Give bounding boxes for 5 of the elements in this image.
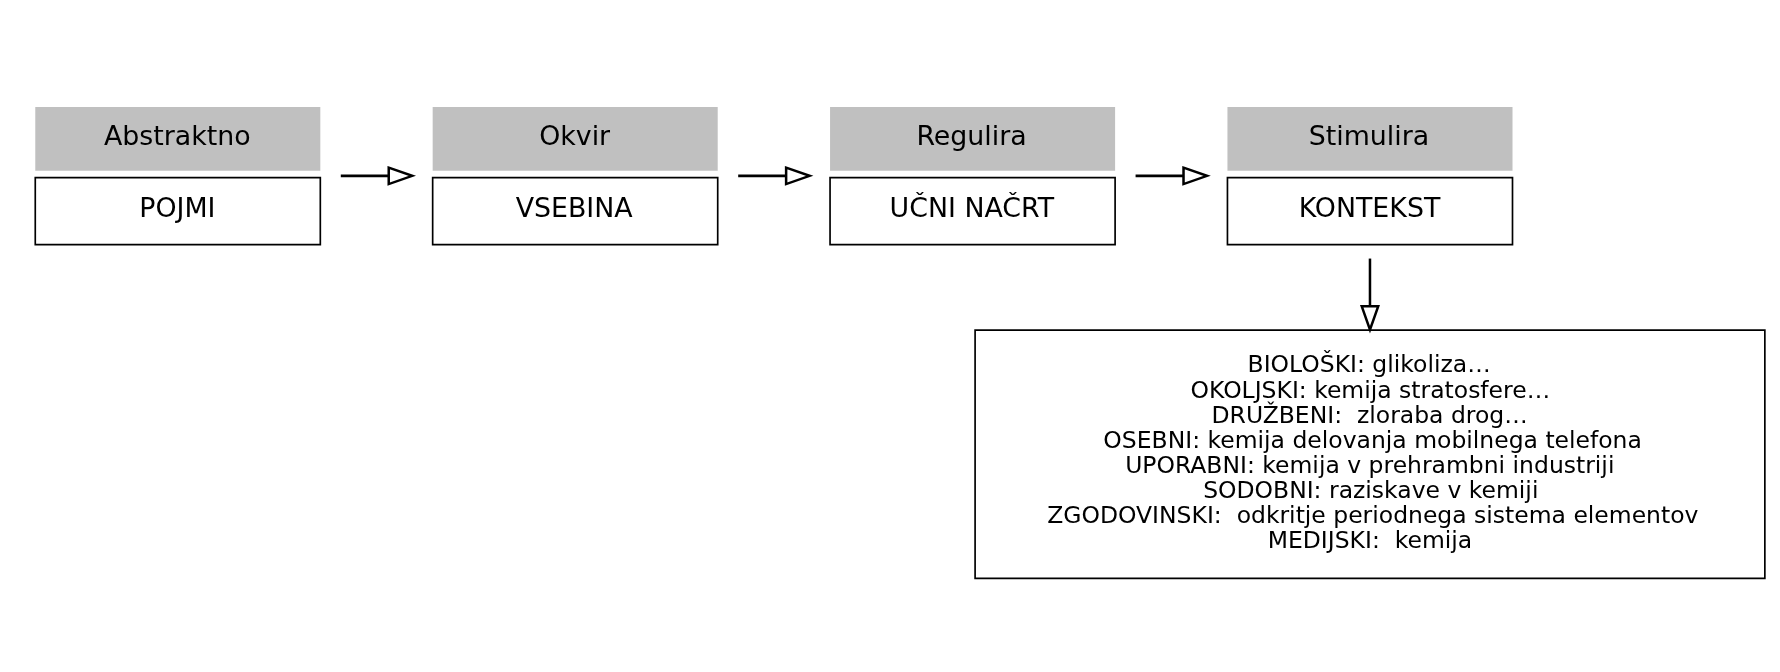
arrow xyxy=(340,165,417,186)
arrow xyxy=(1360,258,1380,334)
arrow xyxy=(1135,165,1211,186)
arrow xyxy=(738,165,814,186)
node-box: BIOLOŠKI: glikoliza… OKOLJSKI: kemija stratosfere… DRUŽBENI: zloraba drog… OSEBNI: kemija delovanja mobilnega telefona UPORABNI: kemija v prehrambni industriji SODOBNI: raziskave v kemiji ZGODOVINSKI: odkritje periodnega sistema elementov MEDIJSKI: kemija xyxy=(974,329,1766,580)
